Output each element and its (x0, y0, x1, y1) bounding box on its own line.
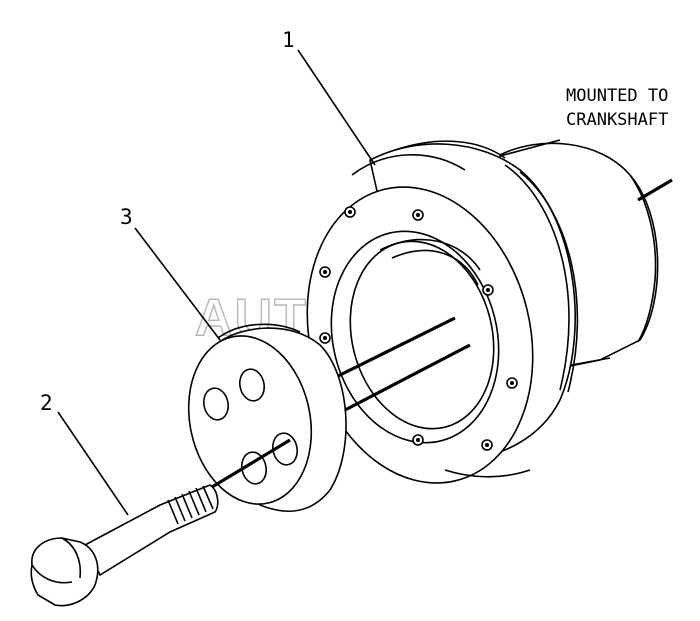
note-line-1: MOUNTED TO (566, 86, 668, 106)
leader-2 (57, 411, 129, 516)
assembly-line-upper (329, 316, 456, 382)
hub-adapter (306, 139, 673, 484)
crankshaft-line (637, 178, 673, 202)
callout-2: 2 (40, 391, 53, 415)
bolt (30, 484, 219, 607)
spacer-plate (187, 323, 347, 513)
callout-1: 1 (282, 28, 295, 52)
leader-1 (297, 49, 376, 166)
bolt-alignment-line (211, 438, 291, 489)
note-line-2: CRANKSHAFT (566, 110, 668, 130)
bolt-threads (167, 485, 214, 525)
assembly-line-lower (344, 343, 471, 412)
callout-3: 3 (120, 205, 133, 229)
leader-3 (134, 227, 221, 341)
flange-bolt-holes (319, 206, 518, 451)
